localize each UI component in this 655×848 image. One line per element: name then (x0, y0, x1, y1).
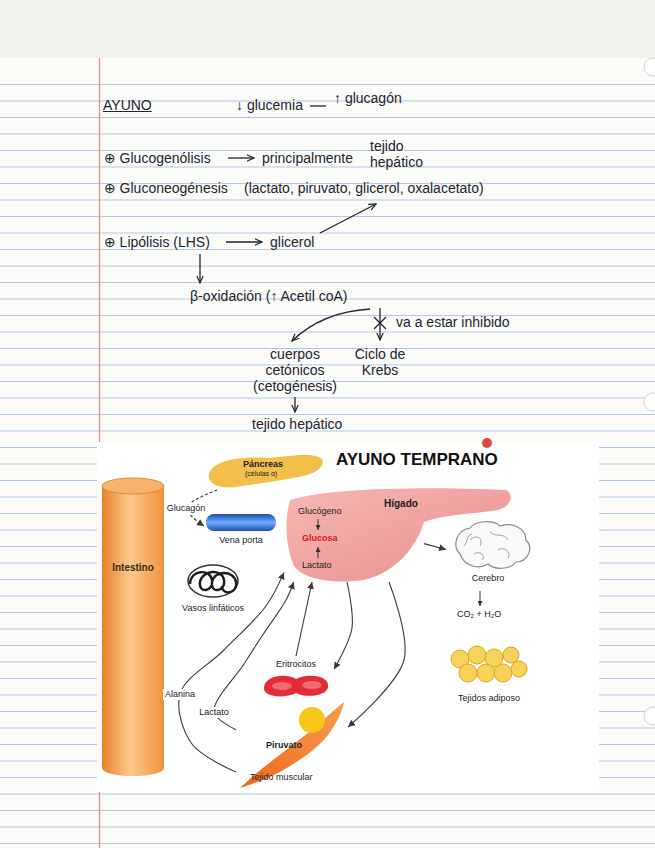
portal-vein: Vena porta (204, 512, 278, 552)
hand-arrow (226, 241, 262, 242)
ruled-lines (0, 78, 655, 848)
note-text: va a estar inhibido (396, 314, 510, 330)
note-text: CO₂ + H₂O (457, 609, 501, 620)
arrow-label: Glucagón (165, 503, 208, 514)
organ-label: (células α) (245, 470, 277, 478)
organ-label: Lactato (302, 560, 332, 571)
organ-label: Glucosa (302, 533, 338, 544)
organ-label: Piruvato (266, 740, 302, 751)
organ-label: Intestino (112, 562, 154, 574)
organ-label: Tejido muscular (250, 772, 313, 783)
note-text: AYUNO TEMPRANO (336, 450, 498, 470)
arrow-label: Lactato (197, 707, 231, 718)
note-text: glicerol (270, 234, 314, 250)
organ-label: Páncreas (243, 459, 283, 470)
note-text: β-oxidación (↑ Acetil coA) (190, 288, 347, 304)
organ-label: Eritrocitos (276, 659, 316, 670)
brain-organ: Cerebro (446, 518, 530, 588)
note-text: ↓ glucemia (236, 97, 303, 113)
organ-label: Glucógeno (298, 506, 342, 517)
organ-label: Tejidos adiposo (458, 693, 520, 704)
punch-hole (644, 707, 655, 725)
punch-hole (644, 393, 655, 411)
cross-mark (374, 317, 386, 329)
intestine-organ-shape (100, 476, 166, 778)
paper-header (0, 0, 655, 58)
erythrocytes: Eritrocitos (258, 656, 334, 700)
note-text: principalmente (262, 150, 353, 166)
adipose-tissue: Tejidos adiposo (446, 645, 532, 707)
organ-label: Cerebro (472, 573, 505, 584)
organ-label: Hígado (384, 498, 418, 510)
liver-organ: Glucógeno HígadoGlucosaLactato (284, 486, 424, 582)
flow-arrow (348, 582, 405, 727)
flow-arrow (424, 544, 446, 550)
lymph-vessels: Vasos linfáticos (176, 562, 250, 616)
note-text: Ciclo de Krebs (350, 346, 410, 378)
note-text: cuerpos cetónicos (cetogénesis) (250, 346, 340, 394)
flow-arrow (334, 582, 352, 669)
pancreas-organ: Páncreas(células α) (205, 450, 325, 490)
punch-hole (644, 58, 655, 76)
hand-arrow (228, 157, 254, 158)
note-text: (lactato, piruvato, glicerol, oxalacetat… (244, 180, 484, 196)
portal-vein-shape (204, 512, 278, 552)
note-text: ⊕ Glucogenólisis (104, 150, 211, 166)
red-dot (482, 438, 492, 448)
page-title: AYUNO (103, 97, 152, 113)
arrow-label: Alanina (163, 689, 197, 700)
output-arrow (480, 591, 481, 606)
muscle-tissue: PiruvatoTejido muscular (236, 700, 348, 790)
hand-arrow (320, 204, 376, 233)
flow-arrow (296, 582, 312, 656)
intestine-organ: Intestino (100, 476, 166, 778)
organ-label: Vasos linfáticos (182, 603, 244, 614)
note-text: tejido hepático (370, 138, 434, 170)
note-text: ↑ glucagón (334, 90, 402, 106)
note-text: tejido hepático (252, 416, 342, 432)
organ-label: Vena porta (219, 535, 263, 546)
dash-stroke (310, 105, 326, 106)
hand-arrow (199, 254, 200, 283)
hand-arrow (294, 397, 295, 412)
hand-arrow (292, 309, 370, 341)
note-text: ⊕ Lipólisis (LHS) (104, 234, 210, 250)
note-text: ⊕ Gluconeogénesis (104, 180, 228, 196)
diagram-ground (97, 442, 599, 792)
